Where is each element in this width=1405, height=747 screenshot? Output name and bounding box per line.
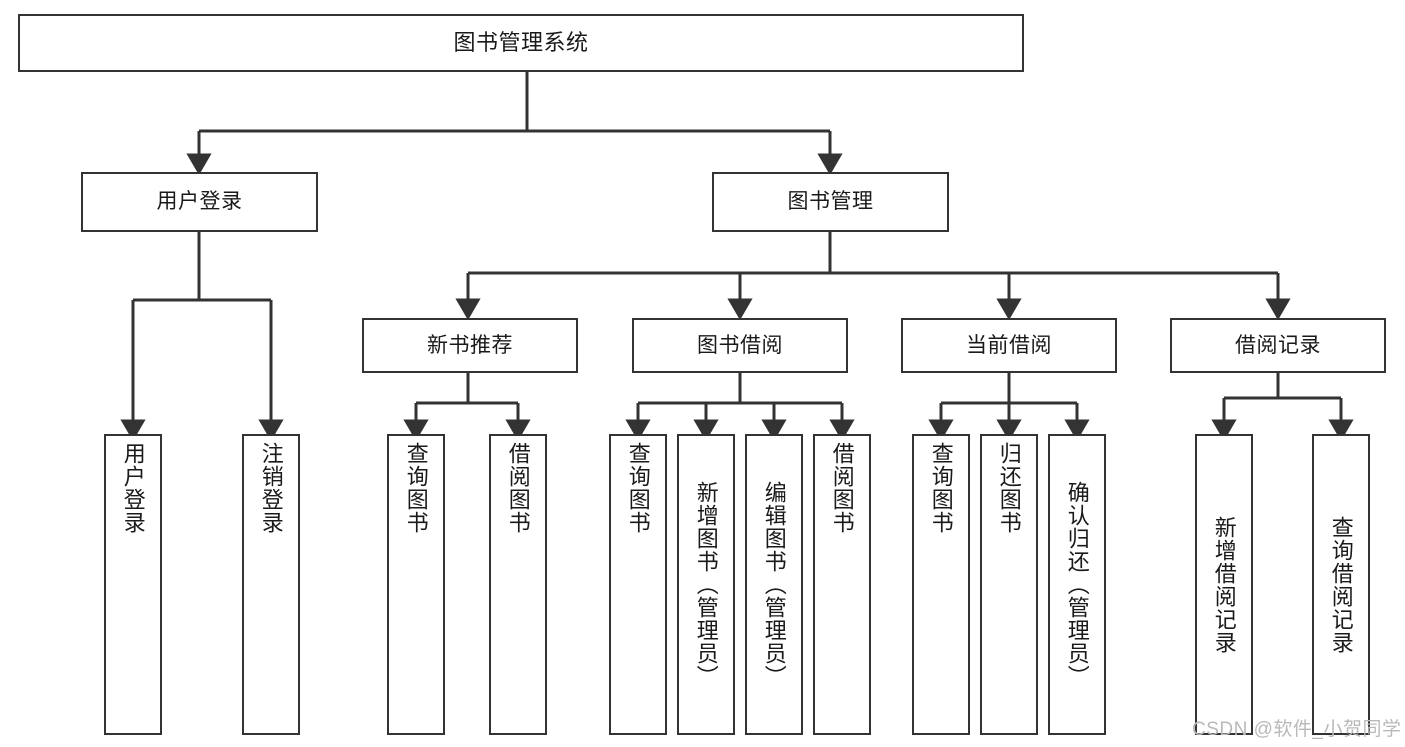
node-root[interactable]: 图书管理系统	[18, 14, 1024, 72]
watermark: CSDN @软件_小贺同学	[1192, 714, 1401, 741]
leaf-add-record[interactable]: 新增借阅记录	[1195, 434, 1253, 735]
node-book-borrow-label: 图书借阅	[697, 333, 783, 357]
leaf-borrow-book-1[interactable]: 借阅图书	[489, 434, 547, 735]
node-root-label: 图书管理系统	[453, 29, 589, 55]
leaf-query-book-2-label: 查询图书	[625, 442, 651, 534]
leaf-borrow-book-1-label: 借阅图书	[505, 442, 531, 534]
leaf-borrow-book-2[interactable]: 借阅图书	[813, 434, 871, 735]
leaf-query-record-label: 查询借阅记录	[1328, 515, 1354, 654]
leaf-return-book[interactable]: 归还图书	[980, 434, 1038, 735]
node-borrow-record-label: 借阅记录	[1235, 333, 1321, 357]
node-user-login[interactable]: 用户登录	[81, 172, 318, 232]
leaf-confirm-return[interactable]: 确认归还（管理员）	[1048, 434, 1106, 735]
leaf-add-record-label: 新增借阅记录	[1211, 515, 1237, 654]
node-current-borrow-label: 当前借阅	[966, 333, 1052, 357]
leaf-logout-login[interactable]: 注销登录	[242, 434, 300, 735]
node-borrow-record[interactable]: 借阅记录	[1170, 318, 1386, 373]
node-new-book-recommend[interactable]: 新书推荐	[362, 318, 578, 373]
leaf-query-book-3-label: 查询图书	[928, 442, 954, 534]
node-book-management[interactable]: 图书管理	[712, 172, 949, 232]
node-current-borrow[interactable]: 当前借阅	[901, 318, 1117, 373]
node-book-management-label: 图书管理	[787, 190, 874, 214]
watermark-text: CSDN @软件_小贺同学	[1192, 719, 1402, 740]
leaf-user-login-label: 用户登录	[120, 442, 146, 534]
leaf-add-book[interactable]: 新增图书（管理员）	[677, 434, 735, 735]
leaf-user-login[interactable]: 用户登录	[104, 434, 162, 735]
leaf-edit-book[interactable]: 编辑图书（管理员）	[745, 434, 803, 735]
leaf-confirm-return-label: 确认归还（管理员）	[1064, 481, 1090, 688]
leaf-logout-login-label: 注销登录	[258, 442, 284, 534]
leaf-edit-book-label: 编辑图书（管理员）	[761, 481, 787, 688]
leaf-query-book-2[interactable]: 查询图书	[609, 434, 667, 735]
leaf-query-book-1[interactable]: 查询图书	[387, 434, 445, 735]
leaf-borrow-book-2-label: 借阅图书	[829, 442, 855, 534]
node-book-borrow[interactable]: 图书借阅	[632, 318, 848, 373]
leaf-query-book-1-label: 查询图书	[403, 442, 429, 534]
leaf-return-book-label: 归还图书	[996, 442, 1022, 534]
node-new-book-recommend-label: 新书推荐	[427, 333, 513, 357]
node-user-login-label: 用户登录	[156, 190, 243, 214]
leaf-query-book-3[interactable]: 查询图书	[912, 434, 970, 735]
leaf-add-book-label: 新增图书（管理员）	[693, 481, 719, 688]
leaf-query-record[interactable]: 查询借阅记录	[1312, 434, 1370, 735]
